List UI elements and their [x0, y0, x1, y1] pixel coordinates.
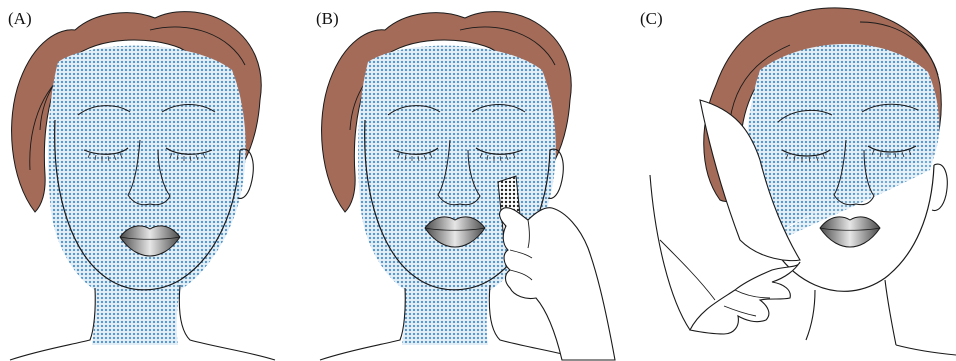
mask-region: [358, 46, 556, 345]
panel-c-face: [650, 8, 956, 355]
hand: [690, 262, 800, 334]
panel-a-face: [10, 12, 275, 360]
panel-b-face: [320, 12, 615, 360]
mask-region: [48, 46, 246, 345]
lips: [820, 217, 880, 247]
hand: [500, 208, 615, 360]
